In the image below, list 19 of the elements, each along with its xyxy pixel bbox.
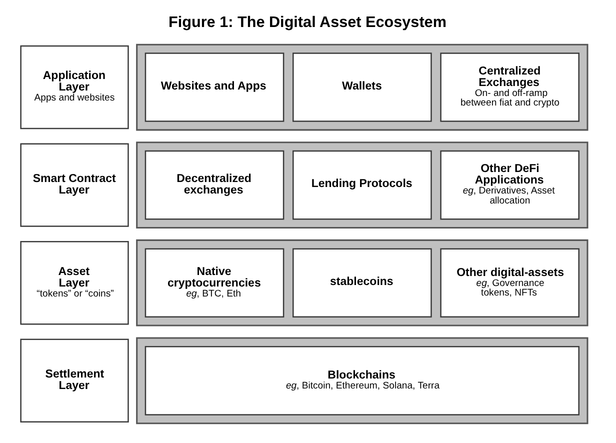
node-box: Smart Contract Layer <box>20 143 129 227</box>
node-box: Websites and Apps <box>144 52 284 122</box>
node-box: Asset Layer “tokens” or “coins” <box>20 241 129 325</box>
node-box: Wallets <box>292 52 432 122</box>
node-box: Centralized Exchanges On- and off-ramp between fiat and crypto <box>440 52 580 122</box>
cluster <box>136 239 588 326</box>
node-box: Other DeFi Applications eg, Derivatives, Asset allocation <box>440 150 580 220</box>
diagram-title: Figure 1: The Digital Asset Ecosystem <box>168 14 446 32</box>
node-box: Blockchains eg, Bitcoin, Ethereum, Solana, Terra <box>144 346 580 416</box>
cluster <box>136 142 588 228</box>
cluster <box>136 44 588 131</box>
node-box: Lending Protocols <box>292 150 432 220</box>
cluster <box>136 337 588 424</box>
node-box: Other digital-assets eg, Governance tokens, NFTs <box>440 248 580 318</box>
node-box: Settlement Layer <box>20 338 129 423</box>
node-box: stablecoins <box>292 248 432 318</box>
node-box: Application Layer Apps and websites <box>20 45 129 130</box>
node-box: Decentralized exchanges <box>144 150 284 220</box>
node-box: Native cryptocurrencies eg, BTC, Eth <box>144 248 284 318</box>
